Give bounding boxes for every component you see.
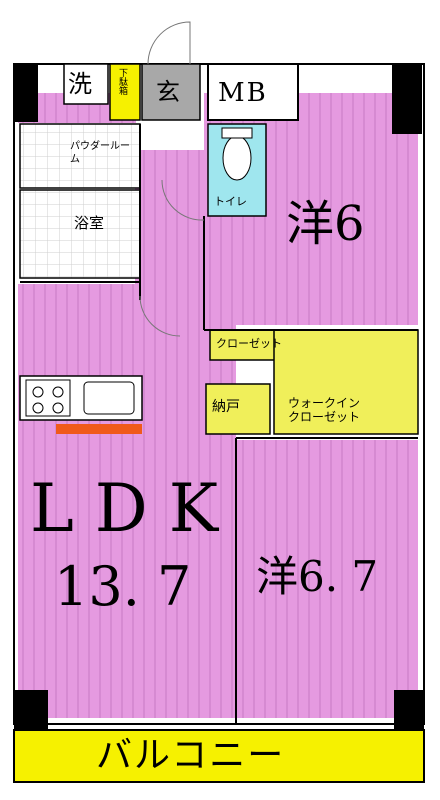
shoe-box-label: 下駄箱 [117,68,127,95]
meter-box [207,63,299,121]
column-bl [14,690,48,730]
entrance [141,63,201,121]
toilet-tank-icon [221,127,253,139]
western-room-1-label: 洋6 [286,196,365,252]
storage-label: 納戸 [212,399,240,415]
shoe-box [109,63,141,121]
ldk-size-label: 13. 7 [54,555,192,618]
toilet-label: トイレ [214,195,247,208]
western-room-2-label: 洋6. 7 [256,552,379,601]
toilet-bowl-icon [222,135,252,181]
walk-in-closet [273,329,419,435]
western-room-2 [236,440,418,718]
closet-label: クローゼット [216,337,282,350]
stove-icon [25,379,71,417]
column-tl [14,64,38,122]
entrance-label: 玄 [156,78,180,106]
bathroom [19,189,141,279]
walk-in-closet-label: ウォークイン クローゼット [288,396,361,425]
laundry [63,63,109,105]
storage-room [205,383,271,435]
column-br [394,690,424,730]
mb-label: MB [218,78,268,108]
bathroom-label: 浴室 [74,214,105,232]
kitchen-accent [56,424,142,434]
powder-room-label: パウダールーム [70,141,130,165]
column-tr [392,64,422,134]
sink-icon [83,381,135,415]
hallway [135,150,205,430]
laundry-label: 洗 [68,70,92,98]
balcony-label: バルコニー [96,735,286,776]
ldk-label: L D K [30,470,219,547]
balcony [13,729,425,783]
